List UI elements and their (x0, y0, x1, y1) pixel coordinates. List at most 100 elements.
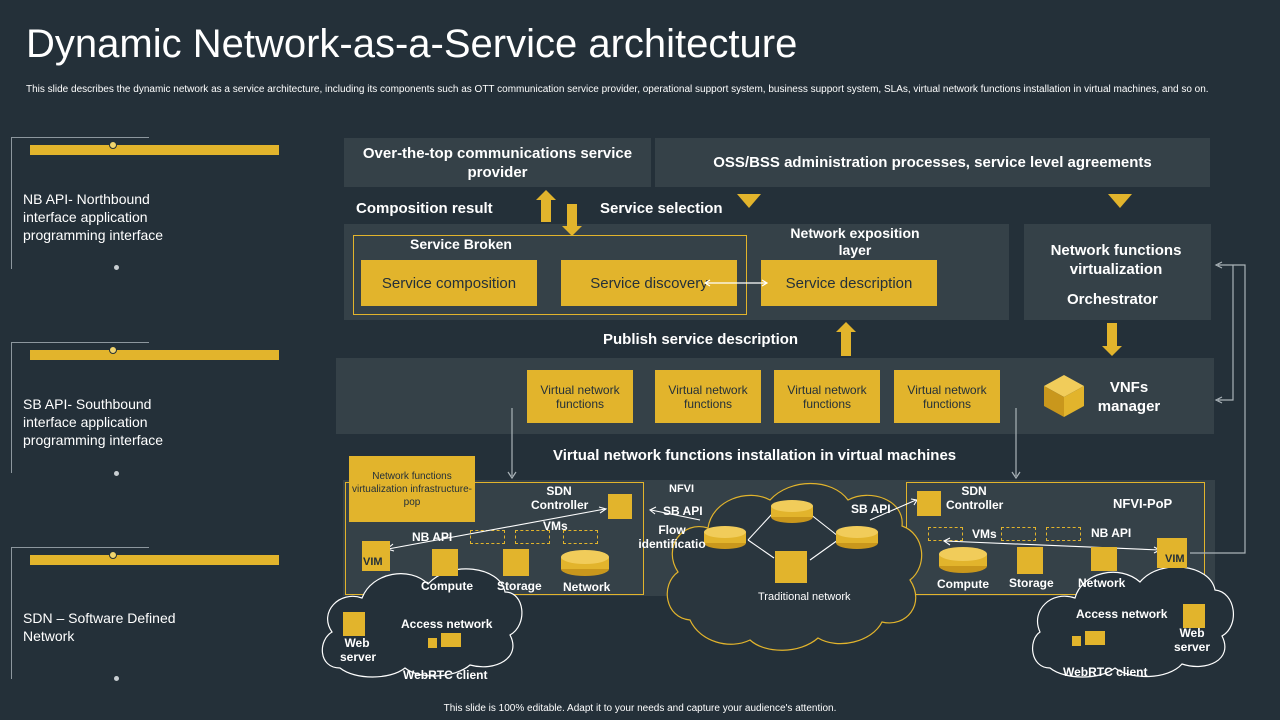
server-icon (1183, 604, 1205, 628)
sidebar-frame-3 (11, 547, 149, 679)
server-icon (608, 494, 632, 519)
page-title: Dynamic Network-as-a-Service architectur… (26, 22, 798, 66)
sidebar-bar-1 (30, 145, 279, 155)
vim-icon (1157, 538, 1187, 568)
router-icon (561, 550, 609, 576)
vm-slot (1046, 527, 1081, 541)
page-subtitle: This slide describes the dynamic network… (26, 84, 1209, 95)
vnfs-manager-label: VNFs manager (1097, 379, 1161, 415)
sidebar-end-dot-3 (114, 676, 119, 681)
server-icon (775, 551, 807, 583)
router-icon (771, 500, 813, 523)
sdn-vim-link-left (387, 508, 606, 550)
vim-icon (362, 541, 390, 571)
right-vim-label: VIM (1165, 553, 1185, 565)
router-icon (939, 547, 987, 573)
down-arrow-icon (1102, 323, 1122, 356)
flow-identification-label: Flow identificatio (638, 523, 706, 551)
sidebar-dot-3 (109, 551, 117, 559)
network-exposition-label: Network exposition layer (790, 225, 920, 258)
computer-icon (441, 633, 461, 647)
left-nb-api-label: NB API (412, 530, 453, 544)
sb-api-link-left (650, 509, 701, 521)
right-network-label: Network (1078, 576, 1126, 590)
vnf-install-label: Virtual network functions installation i… (553, 447, 957, 464)
service-broken-label: Service Broken (410, 236, 512, 252)
right-web-server-label: Web server (1173, 626, 1211, 654)
nfvi-label: NFVI (669, 483, 695, 495)
vnf-box-2: Virtual network functions (655, 370, 761, 423)
sidebar-end-dot-2 (114, 471, 119, 476)
vnf-box-1: Virtual network functions (527, 370, 633, 423)
nfv-vnf-connector (1190, 261, 1246, 554)
vnf-box-3: Virtual network functions (774, 370, 880, 423)
computer-icon (428, 638, 437, 648)
left-access-network-label: Access network (401, 617, 493, 631)
sidebar-bar-3 (30, 555, 279, 565)
left-network-label: Network (563, 580, 611, 594)
nfv-orchestrator-panel (1024, 224, 1211, 320)
cube-icon (1044, 375, 1084, 417)
right-cloud (1032, 566, 1234, 678)
service-description-box: Service description (761, 260, 937, 306)
traditional-network-label: Traditional network (758, 591, 851, 603)
server-icon (917, 491, 941, 516)
sidebar-dot-1 (109, 141, 117, 149)
vm-slot (1001, 527, 1036, 541)
service-composition-box: Service composition (361, 260, 537, 306)
sdn-vim-link-right (944, 540, 1161, 551)
up-arrow-icon (536, 190, 556, 222)
left-vms-label: VMs (543, 519, 568, 533)
footer-note: This slide is 100% editable. Adapt it to… (443, 703, 837, 714)
sidebar-item-sb-api: SB API- Southbound interface application… (23, 396, 164, 448)
database-icon (503, 549, 529, 576)
router-icon (704, 526, 746, 549)
nfv-label: Network functions virtualization (1050, 242, 1182, 278)
right-compute-label: Compute (937, 577, 989, 591)
composition-result-label: Composition result (356, 200, 493, 217)
down-triangle-icon (1108, 194, 1132, 208)
left-web-server-label: Web server (340, 636, 377, 664)
nfvi-pop-label: NFVI-PoP (1113, 496, 1173, 511)
sidebar-frame-2 (11, 342, 149, 473)
vm-slot (515, 530, 550, 544)
left-storage-label: Storage (497, 579, 542, 593)
server-icon (432, 549, 458, 576)
ott-provider-box: Over-the-top communications service prov… (344, 138, 651, 187)
left-vim-label: VIM (363, 556, 383, 568)
service-broken-frame (353, 235, 747, 315)
right-access-network-label: Access network (1076, 607, 1168, 621)
down-triangle-icon (737, 194, 761, 208)
service-selection-label: Service selection (600, 200, 723, 217)
right-vms-label: VMs (972, 527, 997, 541)
orchestrator-label: Orchestrator (1067, 291, 1158, 308)
vnf-box-4: Virtual network functions (894, 370, 1000, 423)
left-compute-label: Compute (421, 579, 473, 593)
right-storage-label: Storage (1009, 576, 1054, 590)
router-icon (836, 526, 878, 549)
sidebar-bar-2 (30, 350, 279, 360)
left-sdn-controller-label: SDN Controller (531, 484, 589, 512)
vm-slot (563, 530, 598, 544)
sidebar-item-sdn: SDN – Software Defined Network (23, 610, 176, 644)
sidebar-dot-2 (109, 346, 117, 354)
right-webrtc-label: WebRTC client (1063, 665, 1148, 679)
right-nb-api-label: NB API (1091, 526, 1132, 540)
left-cloud (321, 568, 523, 678)
sb-api-link-right (869, 499, 917, 521)
right-sdn-controller-label: SDN Controller (946, 484, 1004, 512)
down-arrow-icon (562, 204, 582, 236)
publish-service-label: Publish service description (603, 331, 799, 348)
sb-api-right-label: SB API (851, 502, 891, 516)
nfvi-pop-box: Network functions virtualization infrast… (349, 456, 475, 522)
sidebar-end-dot-1 (114, 265, 119, 270)
computer-icon (1072, 636, 1081, 646)
oss-bss-box: OSS/BSS administration processes, servic… (655, 138, 1210, 187)
server-icon (343, 612, 365, 636)
discovery-description-link (703, 279, 769, 287)
left-webrtc-label: WebRTC client (403, 668, 488, 682)
computer-icon (1085, 631, 1105, 645)
sb-api-left-label: SB API (663, 504, 703, 518)
database-icon (1017, 547, 1043, 574)
